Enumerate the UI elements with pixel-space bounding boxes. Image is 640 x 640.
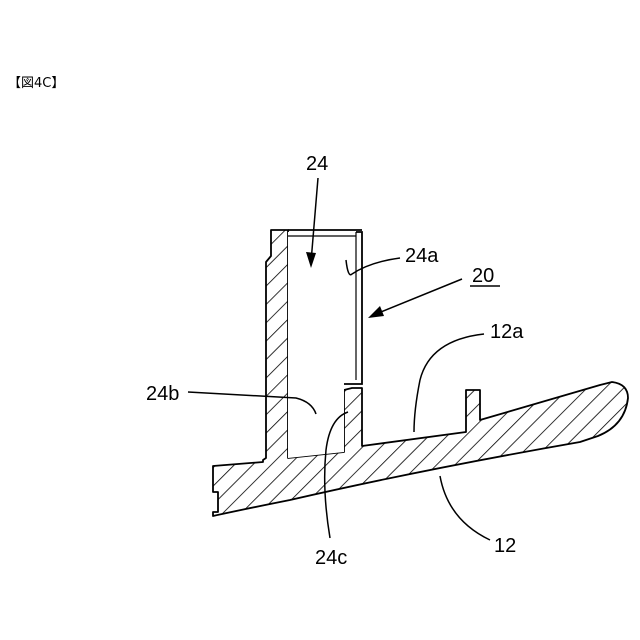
- label-20: 20: [472, 265, 494, 287]
- arrow-20-head: [368, 306, 384, 318]
- label-24: 24: [306, 153, 328, 175]
- label-24b: 24b: [146, 383, 179, 405]
- arrow-20-line: [376, 279, 462, 314]
- label-24c: 24c: [315, 547, 347, 569]
- base-plate-section: [213, 230, 628, 516]
- label-12: 12: [494, 535, 516, 557]
- label-24a: 24a: [405, 245, 439, 267]
- label-12a: 12a: [490, 321, 524, 343]
- leader-12: [440, 476, 490, 540]
